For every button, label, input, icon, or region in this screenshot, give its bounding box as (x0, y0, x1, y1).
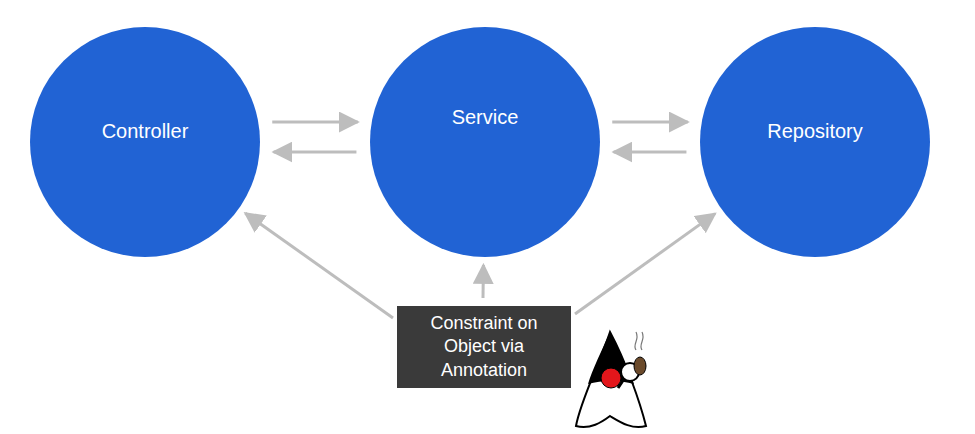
flow-arrow (482, 265, 485, 298)
flow-arrow (575, 214, 715, 314)
node-label: Constraint on Object via Annotation (409, 312, 559, 382)
flow-arrow (612, 121, 688, 124)
layer-circle: Service (370, 27, 600, 257)
node-label: Repository (767, 120, 863, 143)
node-label: Controller (102, 120, 189, 143)
flow-arrow (272, 121, 358, 124)
flow-arrow (274, 151, 357, 154)
flow-arrow (614, 151, 687, 154)
layer-circle: Repository (700, 27, 930, 257)
annotation-box: Constraint on Object via Annotation (397, 306, 571, 388)
layer-circle: Controller (30, 27, 260, 257)
flow-arrow (245, 213, 393, 318)
node-label: Service (452, 106, 519, 129)
